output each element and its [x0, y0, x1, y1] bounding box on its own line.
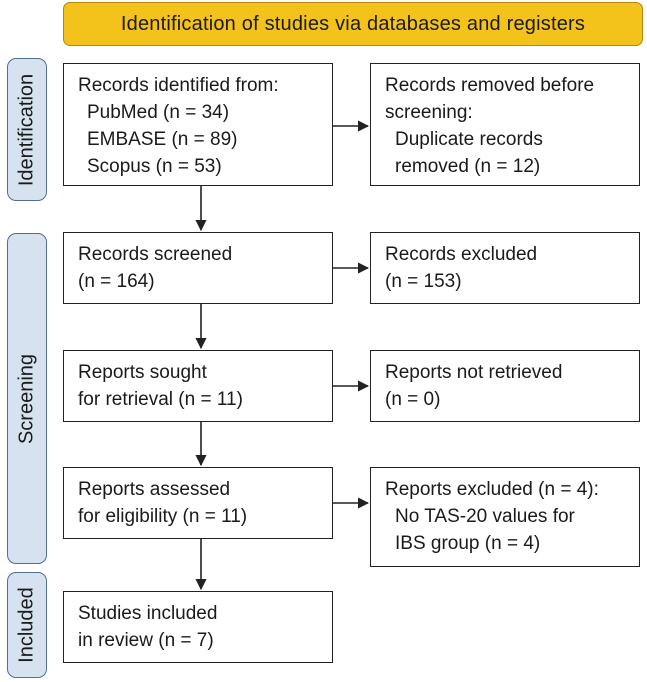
box-line: Studies included	[78, 603, 218, 624]
box-line: Duplicate records	[395, 129, 543, 150]
box-line: Records identified from:	[78, 75, 279, 96]
box-line: (n = 153)	[385, 271, 462, 292]
reports-not-retrieved-box: Reports not retrieved (n = 0)	[370, 350, 640, 422]
phase-included: Included	[7, 572, 47, 678]
phase-identification: Identification	[7, 58, 47, 201]
box-line: Reports sought	[78, 362, 207, 383]
records-identified-box: Records identified from: PubMed (n = 34)…	[63, 63, 333, 186]
box-line: Records screened	[78, 244, 233, 265]
box-line: IBS group (n = 4)	[395, 533, 541, 554]
reports-excluded-box: Reports excluded (n = 4): No TAS-20 valu…	[370, 467, 640, 567]
box-line: Records removed before	[385, 75, 595, 96]
box-line: EMBASE (n = 89)	[87, 129, 238, 150]
records-screened-box: Records screened (n = 164)	[63, 232, 333, 304]
box-line: (n = 0)	[385, 389, 441, 410]
box-line: Scopus (n = 53)	[87, 156, 222, 177]
reports-assessed-box: Reports assessed for eligibility (n = 11…	[63, 467, 333, 539]
flow-header: Identification of studies via databases …	[63, 2, 643, 46]
box-line: for eligibility (n = 11)	[78, 506, 248, 527]
records-excluded-box: Records excluded (n = 153)	[370, 232, 640, 304]
box-line: No TAS-20 values for	[395, 506, 575, 527]
studies-included-box: Studies included in review (n = 7)	[63, 591, 333, 663]
box-line: Records excluded	[385, 244, 538, 265]
box-line: screening:	[385, 102, 473, 123]
reports-sought-box: Reports sought for retrieval (n = 11)	[63, 350, 333, 422]
box-line: PubMed (n = 34)	[87, 102, 230, 123]
box-line: Reports assessed	[78, 479, 231, 500]
header-title: Identification of studies via databases …	[120, 12, 586, 35]
box-line: removed (n = 12)	[395, 156, 541, 177]
box-line: (n = 164)	[78, 271, 155, 292]
records-removed-box: Records removed before screening: Duplic…	[370, 63, 640, 186]
box-line: for retrieval (n = 11)	[78, 389, 243, 410]
box-line: Reports not retrieved	[385, 362, 563, 383]
box-line: in review (n = 7)	[78, 630, 214, 651]
phase-screening: Screening	[7, 233, 47, 564]
box-line: Reports excluded (n = 4):	[385, 479, 599, 500]
